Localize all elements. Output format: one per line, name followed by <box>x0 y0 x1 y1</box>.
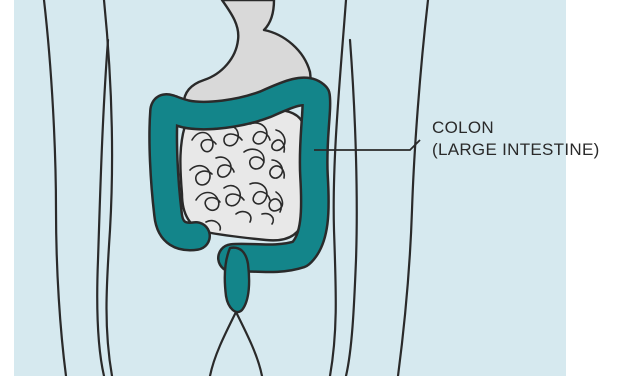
colon-label-line-1: COLON <box>432 118 494 138</box>
rectum <box>225 248 249 312</box>
colon-label-line-2: (LARGE INTESTINE) <box>432 140 600 160</box>
